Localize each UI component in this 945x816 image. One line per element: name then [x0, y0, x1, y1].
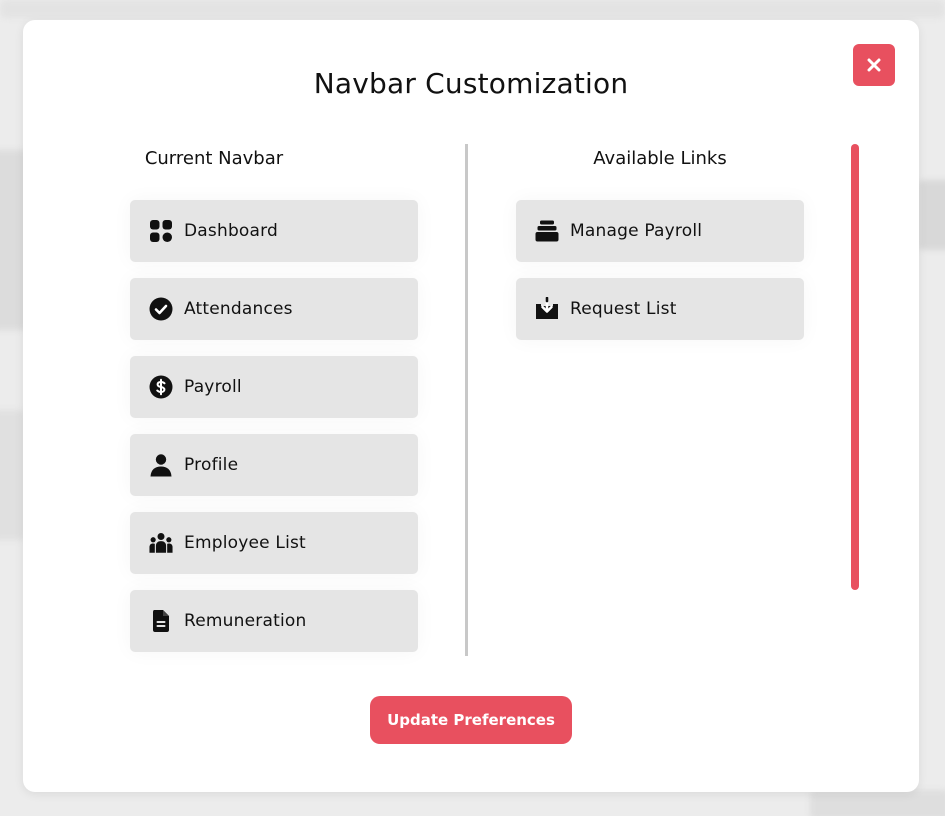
- nav-item-dashboard[interactable]: Dashboard: [130, 200, 418, 262]
- nav-item-label: Employee List: [184, 533, 306, 553]
- dashboard-grid-icon: [149, 219, 173, 243]
- available-links-heading: Available Links: [593, 148, 727, 169]
- backdrop-block: [918, 180, 945, 250]
- nav-item-label: Dashboard: [184, 221, 279, 241]
- backdrop-block: [0, 410, 25, 540]
- nav-item-label: Request List: [570, 299, 677, 319]
- check-circle-icon: [149, 297, 173, 321]
- column-divider: [465, 144, 468, 656]
- available-links-column: Available Links Manage Payroll: [469, 144, 851, 656]
- nav-item-label: Manage Payroll: [570, 221, 703, 241]
- close-button[interactable]: [853, 44, 895, 86]
- nav-item-employee-list[interactable]: Employee List: [130, 512, 418, 574]
- nav-item-label: Payroll: [184, 377, 242, 397]
- backdrop-block: [0, 0, 945, 18]
- dollar-circle-icon: [149, 375, 173, 399]
- stack-icon: [535, 219, 559, 243]
- nav-item-attendances[interactable]: Attendances: [130, 278, 418, 340]
- close-icon: [867, 58, 881, 72]
- current-navbar-list: Dashboard Attendances: [130, 200, 418, 668]
- document-icon: [149, 609, 173, 633]
- users-group-icon: [149, 531, 173, 555]
- nav-item-payroll[interactable]: Payroll: [130, 356, 418, 418]
- user-icon: [149, 453, 173, 477]
- nav-item-remuneration[interactable]: Remuneration: [130, 590, 418, 652]
- current-navbar-column: Current Navbar Dashboard: [83, 144, 465, 656]
- nav-item-profile[interactable]: Profile: [130, 434, 418, 496]
- nav-item-label: Profile: [184, 455, 239, 475]
- current-navbar-heading: Current Navbar: [144, 148, 284, 169]
- modal-title: Navbar Customization: [313, 67, 629, 100]
- nav-item-label: Remuneration: [184, 611, 307, 631]
- nav-item-label: Attendances: [184, 299, 293, 319]
- navbar-customization-modal: Navbar Customization Current Navbar Dash…: [23, 20, 919, 792]
- scrollbar[interactable]: [851, 144, 859, 590]
- available-item-manage-payroll[interactable]: Manage Payroll: [516, 200, 804, 262]
- available-item-request-list[interactable]: Request List: [516, 278, 804, 340]
- update-preferences-button[interactable]: Update Preferences: [370, 696, 572, 744]
- available-links-list: Manage Payroll Request List: [516, 200, 804, 356]
- backdrop-block: [810, 790, 945, 816]
- inbox-download-icon: [535, 297, 559, 321]
